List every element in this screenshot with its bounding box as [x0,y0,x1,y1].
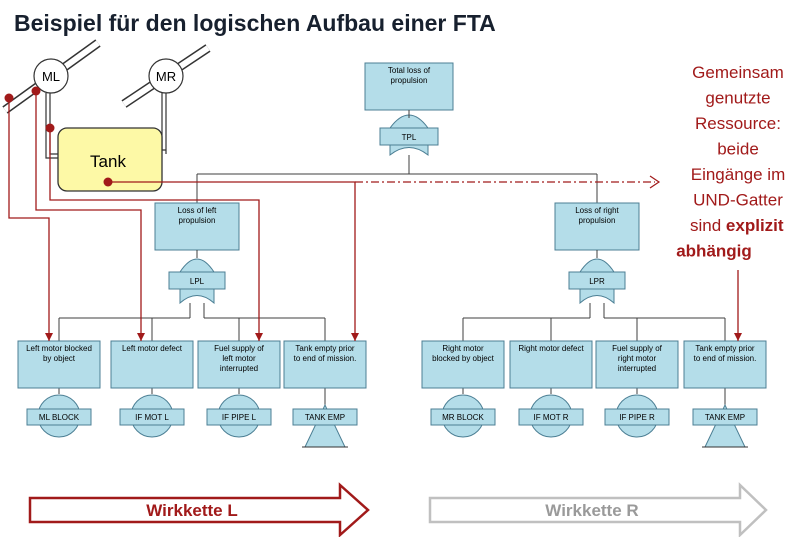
page-title: Beispiel für den logischen Aufbau einer … [14,10,496,36]
basic-event-right-1: Right motor defect IF MOT R [509,340,593,438]
gate-tpl-box [379,127,439,146]
basic-event-id-box [26,408,92,426]
basic-event-label: Left motor defect [122,344,183,353]
tank: Tank [57,127,163,192]
side-note-bold: abhängig [676,242,752,261]
basic-event-box [17,340,101,389]
motor-left: ML [2,39,101,114]
basic-event-box [283,340,367,389]
tank-label: Tank [90,152,126,171]
chain-arrow-left: Wirkkette L [28,482,370,537]
basic-event-id-box [604,408,670,426]
basic-event-id-box [206,408,272,426]
basic-event-box [197,340,281,389]
side-note-line: beide [717,140,759,159]
basic-event-box [110,340,194,389]
basic-event-label: Right motor defect [518,344,584,353]
motor-right: MR [121,44,211,108]
gate-tpl-label: TPL [402,133,417,142]
gate-lpr-box [568,271,626,290]
dep-line-mot-l [35,91,142,341]
side-note-line: Ressource: [695,114,781,133]
basic-event-id: MR BLOCK [442,413,484,422]
basic-event-id: IF MOT L [135,413,169,422]
gate-lpl-box [168,271,226,290]
basic-event-box [683,340,767,389]
gate-lpr-label: LPR [589,277,605,286]
basic-event-id-box [430,408,496,426]
basic-event-id-box [119,408,185,426]
basic-event-id: IF PIPE R [619,413,655,422]
chain-left-label: Wirkkette L [146,501,237,520]
gate-lpl-label: LPL [190,277,205,286]
tree-lines [58,155,726,405]
basic-event-id-box [292,408,358,426]
side-note-line: UND-Gatter [693,191,783,210]
side-note-line: sind explizit [690,216,784,235]
basic-event-id-box [692,408,758,426]
basic-event-id: ML BLOCK [39,413,80,422]
side-note-line: genutzte [705,89,770,108]
basic-event-box [509,340,593,389]
side-note-line: Gemeinsam [692,63,784,82]
dep-line-pipe-l [49,128,260,341]
basic-event-left-1: Left motor defect IF MOT L [110,340,194,438]
basic-event-id: TANK EMP [305,413,345,422]
basic-event-box [421,340,505,389]
basic-event-id-box [518,408,584,426]
chain-right-label: Wirkkette R [545,501,638,520]
basic-event-id: TANK EMP [705,413,745,422]
motor-right-label: MR [156,69,176,84]
basic-event-box [595,340,679,389]
basic-event-id: IF PIPE L [222,413,257,422]
dependency-lines [4,86,742,341]
motor-left-label: ML [42,69,60,84]
side-note-line: Eingänge im [691,165,786,184]
chain-arrow-right: Wirkkette R [428,482,768,537]
dep-line-ml-block [8,98,50,341]
basic-event-id: IF MOT R [534,413,569,422]
